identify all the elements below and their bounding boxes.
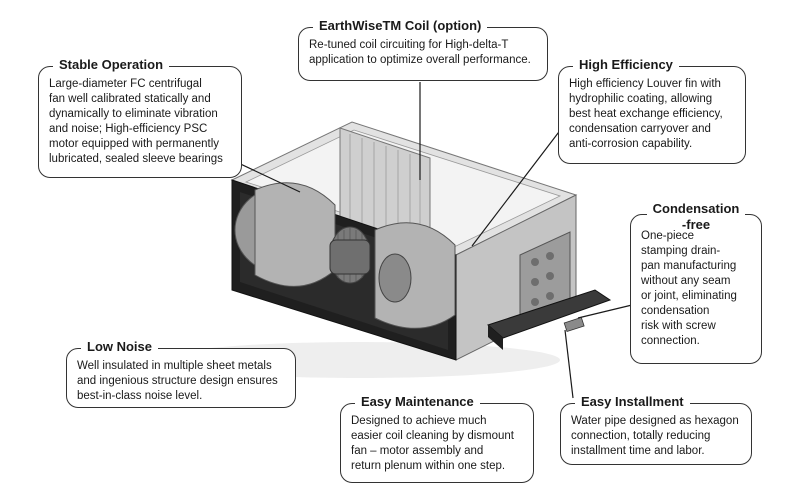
drain-pan-lip	[488, 325, 503, 350]
callout-condensation-free: Condensation -free One-piece stamping dr…	[630, 201, 762, 364]
coil-header-bends	[531, 252, 554, 306]
leader-condensation	[577, 304, 633, 319]
callout-condensation-title-line2: -free	[675, 217, 717, 232]
drain-connection	[563, 316, 585, 333]
callout-easy-maintenance: Easy Maintenance Designed to achieve muc…	[340, 394, 534, 483]
callout-noise-body: Well insulated in multiple sheet metals …	[77, 360, 278, 402]
callout-stable-body: Large-diameter FC centrifugal fan well c…	[49, 78, 223, 165]
callout-coil-body: Re-tuned coil circuiting for High-delta-…	[309, 39, 531, 66]
motor	[329, 239, 371, 275]
callout-maintenance-body: Designed to achieve much easier coil cle…	[351, 415, 515, 472]
callout-maintenance-title: Easy Maintenance	[355, 394, 480, 410]
callout-condensation-title-line1: Condensation	[646, 201, 746, 216]
callout-coil-title: EarthWiseTM Coil (option)	[313, 18, 488, 34]
callout-high-efficiency: High Efficiency High efficiency Louver f…	[558, 57, 746, 164]
callout-efficiency-body: High efficiency Louver fin with hydrophi…	[569, 78, 723, 150]
callout-low-noise: Low Noise Well insulated in multiple she…	[66, 339, 296, 408]
drain-pan	[487, 289, 612, 339]
fan-housing-left	[254, 182, 336, 287]
callout-condensation-body: One-piece stamping drain- pan manufactur…	[641, 230, 737, 347]
callout-noise-title: Low Noise	[81, 339, 159, 355]
leader-stable	[231, 159, 301, 193]
callout-condensation-title: Condensation -free	[631, 201, 761, 233]
callout-stable-operation: Stable Operation Large-diameter FC centr…	[38, 57, 242, 178]
leader-efficiency	[471, 119, 569, 247]
fan-wheel-right	[378, 253, 412, 303]
callout-coil: EarthWiseTM Coil (option) Re-tuned coil …	[298, 18, 548, 81]
leader-installment	[564, 329, 574, 399]
callout-efficiency-title: High Efficiency	[573, 57, 679, 73]
callout-installment-title: Easy Installment	[575, 394, 690, 410]
leader-lines	[231, 82, 633, 399]
callout-stable-title: Stable Operation	[53, 57, 170, 73]
callout-easy-installment: Easy Installment Water pipe designed as …	[560, 394, 752, 465]
callout-installment-body: Water pipe designed as hexagon connectio…	[571, 415, 739, 457]
